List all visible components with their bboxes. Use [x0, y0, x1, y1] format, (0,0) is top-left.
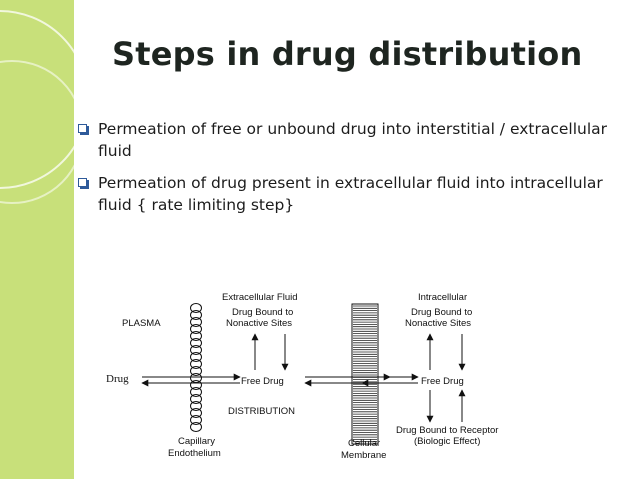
extracellular-title: Extracellular Fluid: [222, 292, 298, 303]
bullet-text-2: Permeation of drug present in extracellu…: [98, 174, 603, 214]
endothelial-cell: [190, 345, 202, 355]
checkbox-bullet-icon: [78, 178, 87, 187]
cellular-membrane-bar: [351, 303, 379, 445]
bullet-item-2: Permeation of drug present in extracellu…: [78, 172, 633, 216]
endothelial-cell: [190, 373, 202, 383]
capillary-endothelium-cells: [190, 303, 202, 432]
distribution-label: DISTRIBUTION: [228, 406, 295, 417]
intracellular-title: Intracellular: [418, 292, 467, 303]
drug-label: Drug: [106, 373, 129, 385]
intracellular-bound-line-2: Nonactive Sites: [405, 318, 471, 329]
capillary-label-line-1: Capillary: [178, 436, 215, 447]
extracellular-bound-line-2: Nonactive Sites: [226, 318, 292, 329]
endothelial-cell: [190, 415, 202, 425]
decorative-left-band: [0, 0, 89, 479]
checkbox-bullet-icon: [78, 124, 87, 133]
endothelial-cell: [190, 380, 202, 390]
endothelial-cell: [190, 359, 202, 369]
plasma-label: PLASMA: [122, 318, 161, 329]
intracellular-free-drug: Free Drug: [421, 376, 464, 387]
endothelial-cell: [190, 422, 202, 432]
endothelial-cell: [190, 387, 202, 397]
membrane-label-line-1: Cellular: [348, 438, 380, 449]
bullet-text-1: Permeation of free or unbound drug into …: [98, 120, 608, 160]
capillary-label-line-2: Endothelium: [168, 448, 221, 459]
endothelial-cell: [190, 408, 202, 418]
bullet-list: Permeation of free or unbound drug into …: [78, 118, 633, 226]
extracellular-bound-line-1: Drug Bound to: [232, 307, 293, 318]
receptor-label-line-2: (Biologic Effect): [414, 436, 480, 447]
receptor-label-line-1: Drug Bound to Receptor: [396, 425, 498, 436]
endothelial-cell: [190, 352, 202, 362]
endothelial-cell: [190, 394, 202, 404]
endothelial-cell: [190, 317, 202, 327]
extracellular-free-drug: Free Drug: [241, 376, 284, 387]
endothelial-cell: [190, 310, 202, 320]
endothelial-cell: [190, 324, 202, 334]
endothelial-cell: [190, 338, 202, 348]
intracellular-bound-line-1: Drug Bound to: [411, 307, 472, 318]
slide-title: Steps in drug distribution: [112, 35, 583, 73]
endothelial-cell: [190, 366, 202, 376]
endothelial-cell: [190, 401, 202, 411]
drug-distribution-diagram: PLASMA Drug Extracellular Fluid Drug Bou…: [100, 282, 620, 464]
endothelial-cell: [190, 331, 202, 341]
endothelial-cell: [190, 303, 202, 313]
diagram-svg: PLASMA Drug Extracellular Fluid Drug Bou…: [106, 292, 498, 461]
bullet-item-1: Permeation of free or unbound drug into …: [78, 118, 633, 162]
membrane-label-line-2: Membrane: [341, 450, 386, 461]
